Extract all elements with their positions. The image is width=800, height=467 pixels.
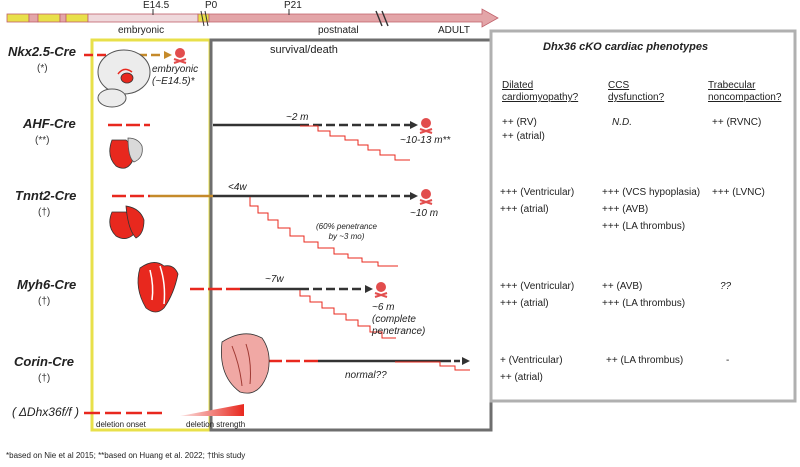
death-icon-tnnt2 — [419, 189, 433, 205]
legend-genotype: ( ΔDhx36f/f ) — [12, 405, 79, 419]
tnnt2-annotation-start: <4w — [228, 182, 247, 193]
row-cite-tnnt2: (†) — [38, 207, 51, 218]
legend-deletion-onset: deletion onset — [96, 420, 146, 429]
corin-heart-icon — [221, 333, 270, 394]
row-cite-corin: (†) — [38, 373, 51, 384]
myh6-track — [190, 285, 396, 339]
timeline-postnatal-label: postnatal — [318, 25, 359, 36]
legend-deletion-strength: deletion strength — [186, 420, 246, 429]
row-label-ahf: AHF-Cre — [23, 116, 76, 131]
timeline-adult-label: ADULT — [438, 25, 471, 36]
corin-annotation-mid: normal?? — [345, 370, 387, 381]
phen-ahf-ccs: N.D. — [612, 117, 632, 128]
survival-title: survival/death — [270, 44, 338, 56]
ahf-annotation-start: ~2 m — [286, 112, 309, 123]
ahf-heart-icon — [109, 137, 143, 169]
death-icon-nkx25 — [173, 48, 187, 64]
row-cite-ahf: (**) — [35, 135, 50, 146]
phen-myh6-dcm: +++ (Ventricular) +++ (atrial) — [500, 281, 575, 309]
timeline-p21-label: P21 — [284, 0, 302, 11]
timeline-bar — [6, 8, 499, 28]
column-header-trab: Trabecular noncompaction? — [708, 80, 782, 103]
myh6-annotation-end: ~6 m (complete penetrance) — [372, 302, 426, 337]
phen-ahf-trab: ++ (RVNC) — [712, 117, 762, 128]
footnote: *based on Nie et al 2015; **based on Hua… — [6, 451, 246, 460]
column-header-dcm: Dilated cardiomyopathy? — [502, 80, 579, 103]
timeline-e145-label: E14.5 — [143, 0, 170, 11]
tnnt2-annotation-mid: (60% penetrance by ~3 mo) — [316, 222, 377, 241]
phen-myh6-trab: ?? — [720, 281, 732, 292]
phen-tnnt2-ccs: +++ (VCS hypoplasia) +++ (AVB) +++ (LA t… — [602, 187, 701, 232]
phen-ahf-dcm: ++ (RV) ++ (atrial) — [502, 117, 545, 142]
tnnt2-annotation-end: ~10 m — [410, 208, 439, 219]
row-label-corin: Corin-Cre — [14, 354, 74, 369]
corin-track — [268, 357, 470, 371]
ahf-track — [108, 121, 418, 161]
myh6-annotation-start: ~7w — [265, 274, 284, 285]
phen-corin-dcm: + (Ventricular) ++ (atrial) — [500, 355, 563, 383]
phenotype-title: Dhx36 cKO cardiac phenotypes — [543, 41, 709, 53]
row-cite-nkx25: (*) — [37, 63, 48, 74]
phen-myh6-ccs: ++ (AVB) +++ (LA thrombus) — [602, 281, 686, 309]
phen-tnnt2-dcm: +++ (Ventricular) +++ (atrial) — [500, 187, 575, 215]
phen-tnnt2-trab: +++ (LVNC) — [712, 187, 765, 198]
death-icon-myh6 — [374, 282, 388, 298]
tnnt2-heart-icon — [109, 205, 145, 239]
myh6-heart-icon — [137, 262, 179, 313]
tnnt2-track — [112, 192, 418, 267]
timeline-p0-label: P0 — [205, 0, 218, 11]
phen-corin-trab: - — [726, 355, 730, 366]
row-label-tnnt2: Tnnt2-Cre — [15, 188, 77, 203]
ahf-annotation-end: ~10-13 m** — [400, 135, 451, 146]
row-label-nkx25: Nkx2.5-Cre — [8, 44, 76, 59]
timeline-embryonic-label: embryonic — [118, 25, 165, 36]
phen-corin-ccs: ++ (LA thrombus) — [606, 355, 684, 366]
legend-deletion-strength-mark — [180, 404, 244, 416]
death-icon-ahf — [419, 118, 433, 134]
row-label-myh6: Myh6-Cre — [17, 277, 77, 292]
column-header-ccs: CCS dysfunction? — [608, 80, 665, 103]
phenotype-box — [489, 29, 797, 403]
nkx25-annotation: embryonic (~E14.5)* — [152, 64, 199, 87]
embryo-icon — [97, 49, 151, 108]
row-cite-myh6: (†) — [38, 296, 51, 307]
